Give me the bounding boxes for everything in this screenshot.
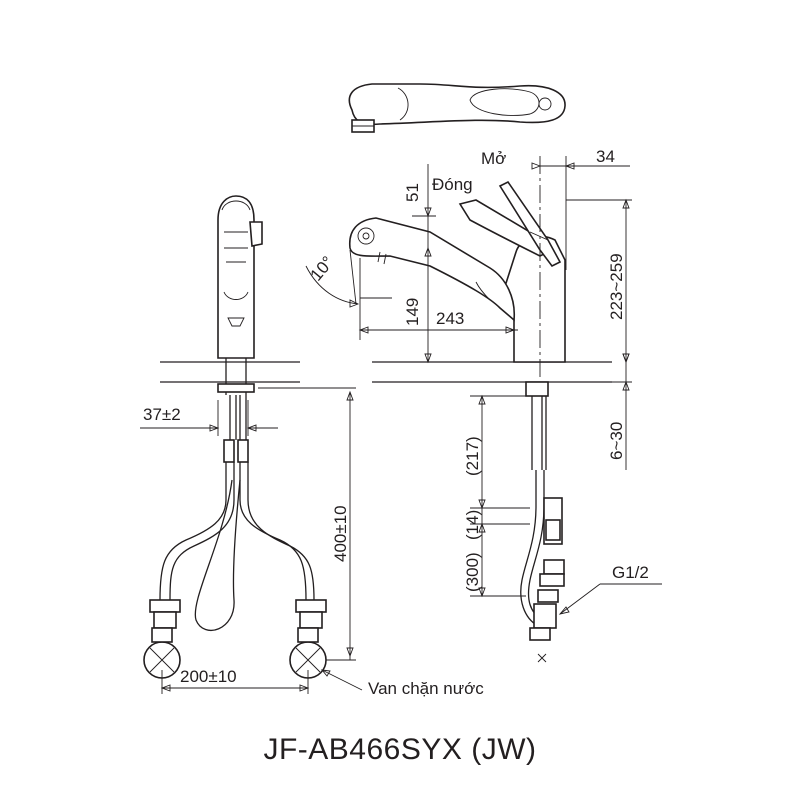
dim-hose-a: (217): [463, 436, 482, 476]
dim-handle-offset: 34: [596, 147, 615, 166]
dim-lever-height: 51: [403, 183, 422, 202]
dim-hose-c: (300): [463, 552, 482, 592]
side-view: [349, 156, 612, 663]
front-dimensions: [140, 387, 363, 694]
dim-valve-spacing: 200±10: [180, 667, 237, 686]
top-view: [348, 83, 566, 133]
side-dimensions: [305, 156, 662, 615]
dim-pipe-spacing: 37±2: [143, 405, 181, 424]
dim-deck-thickness: 6~30: [607, 422, 626, 460]
label-thread: G1/2: [612, 563, 649, 582]
model-title: JF-AB466SYX (JW): [263, 733, 537, 766]
dim-spout-height: 149: [403, 298, 422, 326]
dim-hose-b: (14): [463, 510, 482, 540]
dim-total-height: 223~259: [607, 253, 626, 320]
front-view: [143, 195, 327, 679]
label-close: Đóng: [432, 175, 473, 194]
dim-spout-reach: 243: [436, 309, 464, 328]
dim-supply-length: 400±10: [331, 505, 350, 562]
dim-angle: 10°: [307, 253, 338, 285]
label-valve: Van chặn nước: [368, 679, 484, 698]
label-open: Mở: [481, 149, 506, 168]
